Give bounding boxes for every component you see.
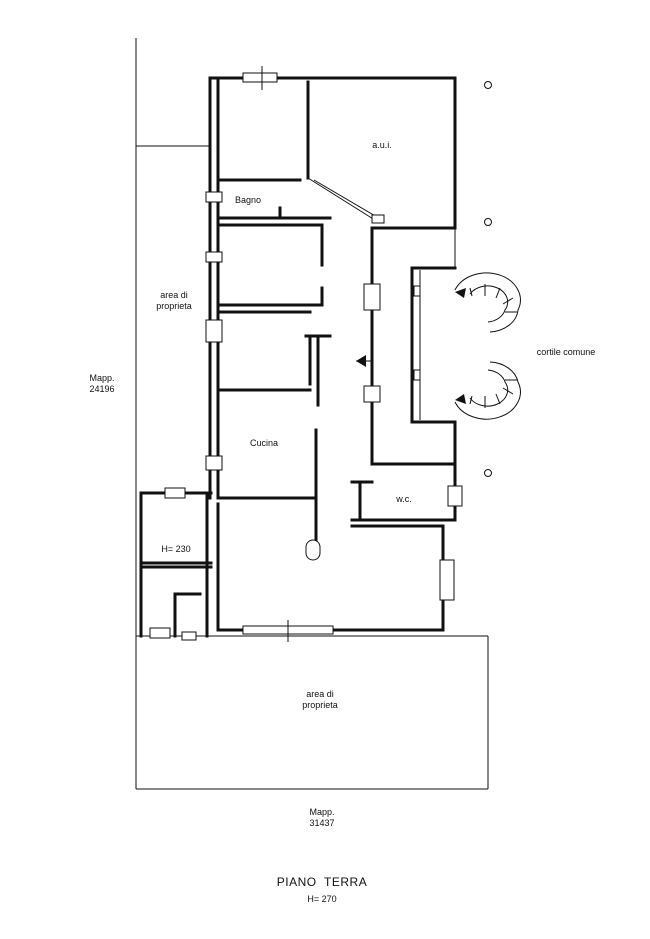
area-label-left-1: area di <box>160 290 188 300</box>
area-label-bottom-2: proprieta <box>302 700 338 710</box>
column-markers <box>484 81 492 477</box>
area-label-left-2: proprieta <box>156 301 192 311</box>
parcel-label-left-2: 24196 <box>89 384 114 394</box>
parcel-label-bottom-1: Mapp. <box>309 807 334 817</box>
area-label-bottom-1: area di <box>306 689 334 699</box>
spiral-staircase-upper <box>454 272 521 333</box>
floor-title: PIANO TERRA <box>277 875 367 889</box>
room-label-h230: H= 230 <box>161 544 190 554</box>
area-label-courtyard: cortile comune <box>537 347 596 357</box>
room-label-cucina: Cucina <box>250 438 278 448</box>
floor-height-note: H= 270 <box>307 894 336 904</box>
room-label-bagno: Bagno <box>235 195 261 205</box>
room-label-aui: a.u.i. <box>372 140 392 150</box>
parcel-label-left-1: Mapp. <box>89 373 114 383</box>
room-label-wc: w.c. <box>395 494 412 504</box>
property-boundary <box>135 38 489 790</box>
parcel-label-bottom-2: 31437 <box>309 818 334 828</box>
window-marks <box>149 66 463 642</box>
spiral-staircase-lower <box>454 361 521 420</box>
